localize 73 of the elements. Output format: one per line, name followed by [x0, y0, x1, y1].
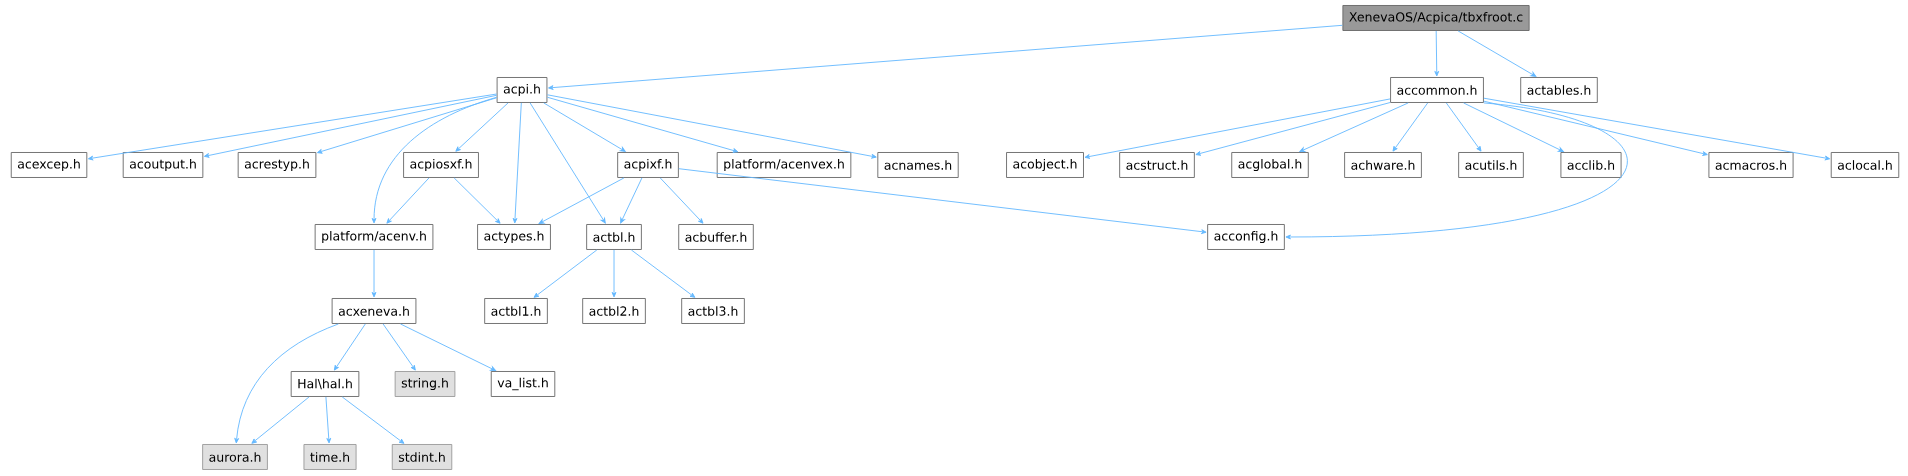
file-box: acpi.h [496, 77, 548, 103]
file-box: actbl2.h [582, 298, 646, 324]
file-box: aurora.h [202, 444, 268, 470]
arrow [455, 102, 509, 152]
file-box: XenevaOS/Acpica/tbxfroot.c [1342, 5, 1530, 31]
arrow [1285, 102, 1628, 240]
file-box: platform/acenv.h [314, 224, 434, 250]
arrow [317, 97, 498, 154]
file-box: time.h [303, 444, 357, 470]
arrow [333, 323, 366, 371]
arrow [678, 168, 1207, 235]
arrow [1299, 102, 1409, 153]
file-box: acnames.h [877, 152, 959, 178]
arrow [533, 249, 598, 298]
file-box: aclocal.h [1830, 152, 1900, 178]
file-box: actbl1.h [484, 298, 548, 324]
file-box: Hal\hal.h [290, 371, 360, 397]
file-box: acrestyp.h [237, 152, 317, 178]
file-box: acpixf.h [617, 152, 679, 178]
arrow [1483, 100, 1708, 156]
file-box: accommon.h [1390, 77, 1484, 103]
arrow [234, 323, 339, 444]
arrow [1445, 102, 1482, 152]
file-box: va_list.h [490, 371, 556, 397]
arrow [251, 396, 310, 444]
arrow [371, 96, 498, 224]
file-box: actables.h [1520, 77, 1598, 103]
arrow [611, 249, 617, 298]
file-box: acstruct.h [1119, 152, 1195, 178]
arrow [1434, 30, 1440, 77]
arrow [1392, 102, 1429, 152]
arrow [325, 396, 332, 444]
arrow [1463, 102, 1564, 152]
arrow [1195, 102, 1391, 156]
arrow [620, 177, 643, 224]
file-box: acbuffer.h [678, 224, 754, 250]
arrow [371, 249, 377, 298]
arrow [87, 93, 498, 161]
arrow [538, 177, 625, 224]
arrow [543, 102, 626, 152]
file-box: stdint.h [391, 444, 453, 470]
file-box: acexcep.h [10, 152, 88, 178]
file-box: acutils.h [1458, 152, 1524, 178]
file-box: acglobal.h [1231, 152, 1309, 178]
arrow [1084, 98, 1391, 159]
arrow [512, 102, 522, 224]
file-box: acoutput.h [122, 152, 204, 178]
arrow [630, 249, 696, 298]
file-box: acconfig.h [1207, 224, 1285, 250]
arrow [382, 323, 416, 371]
arrow [1483, 97, 1831, 161]
arrow [546, 94, 877, 159]
file-box: actbl3.h [681, 298, 745, 324]
arrow [546, 96, 739, 153]
file-box: actbl.h [586, 224, 642, 250]
file-box: acclib.h [1560, 152, 1622, 178]
file-box: achware.h [1344, 152, 1422, 178]
arrow [203, 94, 498, 158]
arrow [659, 177, 704, 224]
file-box: acxeneva.h [331, 298, 417, 324]
file-box: acobject.h [1006, 152, 1084, 178]
arrow [400, 323, 497, 371]
arrow [386, 177, 430, 224]
file-box: acmacros.h [1708, 152, 1794, 178]
file-box: acpiosxf.h [403, 152, 479, 178]
arrow [529, 102, 606, 224]
arrow [1457, 30, 1537, 77]
arrow [453, 177, 501, 224]
file-box: string.h [394, 371, 456, 397]
arrow [548, 24, 1343, 90]
file-box: actypes.h [477, 224, 551, 250]
arrow [341, 396, 405, 444]
file-box: platform/acenvex.h [716, 152, 852, 178]
